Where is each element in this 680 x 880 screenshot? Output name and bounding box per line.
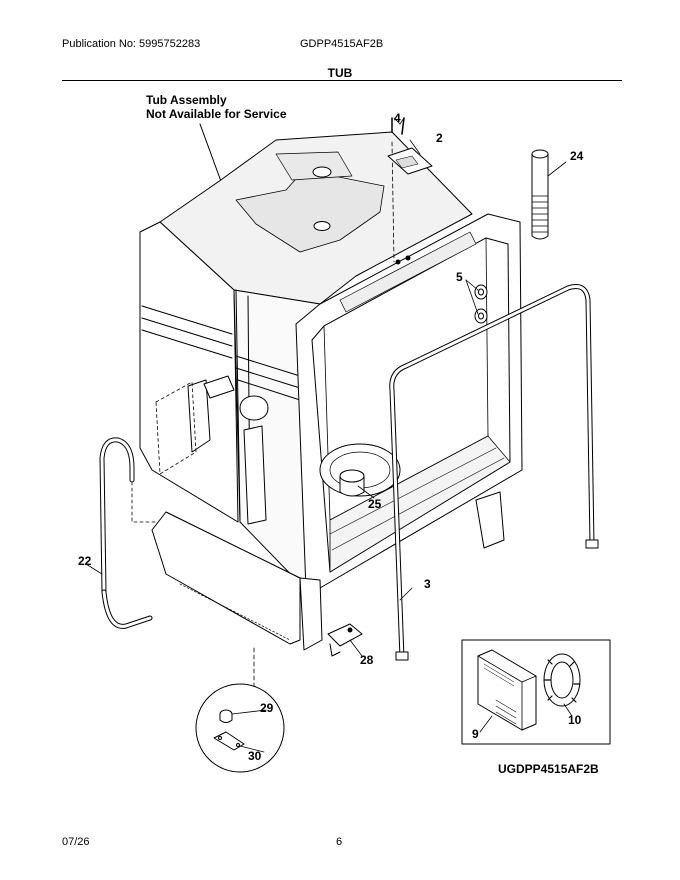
diagram-code: UGDPP4515AF2B — [498, 762, 599, 776]
detail-circle — [195, 683, 285, 773]
section-title: TUB — [327, 66, 353, 80]
inset-box — [461, 639, 611, 745]
header-rule — [62, 80, 622, 81]
note-leader — [199, 123, 223, 185]
callout-5: 5 — [456, 270, 463, 284]
callout-9: 9 — [472, 727, 479, 741]
callout-10: 10 — [568, 713, 582, 727]
callout-2: 2 — [436, 131, 443, 145]
part-9-panel — [477, 649, 537, 731]
part-22-drain-hose — [99, 437, 157, 629]
part-10-ring — [543, 653, 581, 707]
footer-date: 07/26 — [62, 836, 90, 848]
callout-4: 4 — [394, 111, 401, 125]
part-4-screws — [391, 117, 405, 135]
callout-30: 30 — [248, 749, 262, 763]
note-line-2: Not Available for Service — [146, 107, 287, 121]
callout-22: 22 — [78, 554, 92, 568]
callout-24: 24 — [570, 149, 584, 163]
note-line-1: Tub Assembly — [146, 93, 227, 107]
callout-28: 28 — [360, 653, 374, 667]
tub-assembly — [139, 131, 523, 691]
part-5-grommets — [474, 284, 488, 324]
page-number: 6 — [336, 836, 343, 848]
part-25-component — [339, 469, 365, 497]
callout-3: 3 — [424, 577, 431, 591]
callout-25: 25 — [368, 497, 382, 511]
publication-number: Publication No: 5995752283 — [62, 38, 201, 50]
tub-assembly-note: Tub Assembly Not Available for Service — [146, 93, 287, 121]
part-24-vent — [531, 149, 549, 240]
part-29 — [219, 709, 233, 723]
part-28-sensor — [327, 623, 363, 657]
part-30 — [213, 731, 245, 751]
callout-29: 29 — [260, 701, 274, 715]
part-2-bracket — [387, 147, 433, 175]
part-3-gasket — [389, 284, 599, 661]
model-number: GDPP4515AF2B — [300, 38, 384, 50]
leader-lines — [85, 117, 573, 753]
